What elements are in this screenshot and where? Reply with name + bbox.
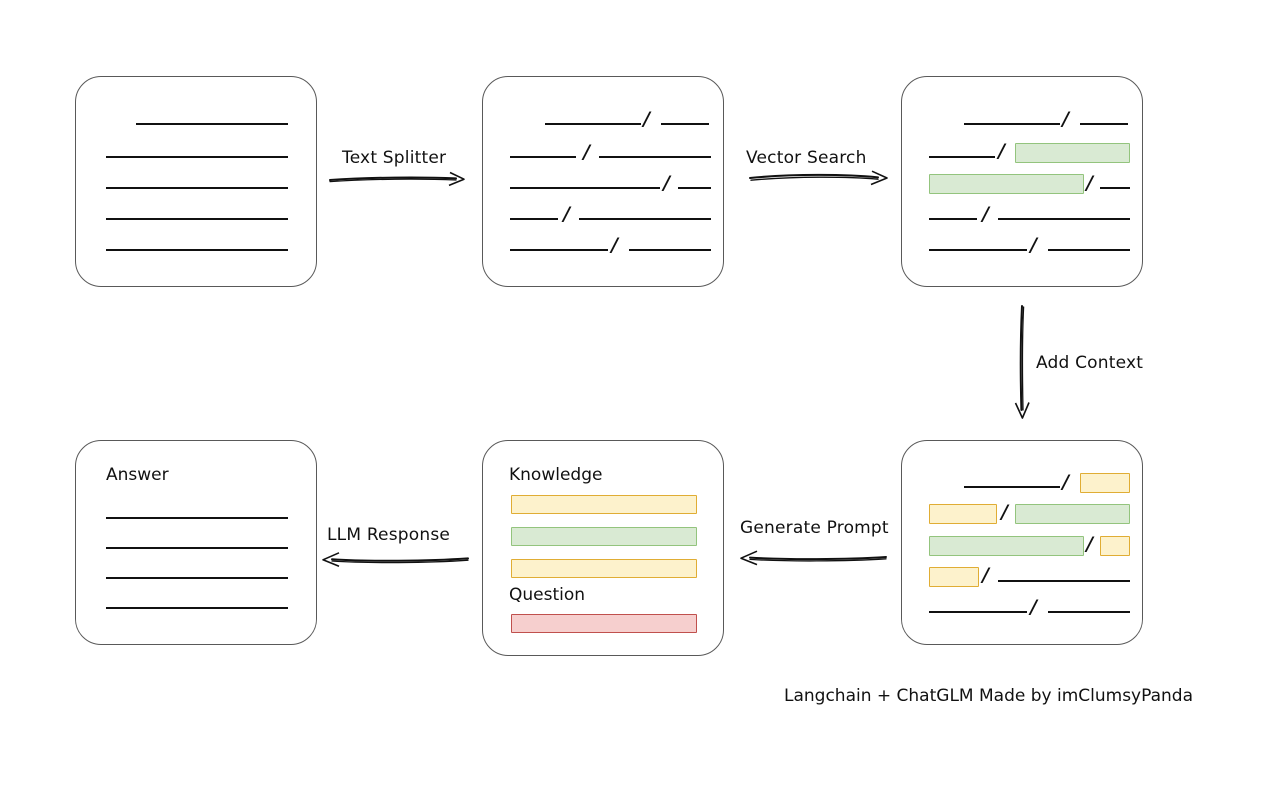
highlight-chip-yellow[interactable] — [1080, 473, 1130, 493]
slash-glyph: / — [663, 172, 670, 194]
chunk-rule — [661, 123, 709, 125]
chunk-rule — [629, 249, 711, 251]
arrow-add-context — [1014, 305, 1030, 419]
highlight-chip-green[interactable] — [929, 536, 1084, 556]
arrow-text-splitter — [329, 171, 465, 187]
slash-glyph: / — [1086, 533, 1093, 555]
slash-glyph: / — [1001, 501, 1008, 523]
slash-glyph: / — [1062, 108, 1069, 130]
answer-label: Answer — [106, 465, 169, 485]
chunk-rule — [929, 611, 1027, 613]
arrow-label-generate-prompt: Generate Prompt — [740, 518, 889, 538]
slash-glyph: / — [982, 203, 989, 225]
arrow-label-vector-search: Vector Search — [746, 148, 867, 168]
arrow-label-add-context: Add Context — [1036, 353, 1144, 373]
chunk-rule — [510, 156, 576, 158]
chunk-rule — [545, 123, 641, 125]
highlight-chip-green[interactable] — [1015, 504, 1130, 524]
chunk-rule — [579, 218, 711, 220]
slash-glyph: / — [643, 108, 650, 130]
slash-glyph: / — [1030, 596, 1037, 618]
answer-rule — [106, 547, 288, 549]
arrow-label-text-splitter: Text Splitter — [342, 148, 447, 168]
chunk-rule — [964, 486, 1060, 488]
node-answer[interactable]: Answer — [75, 440, 317, 645]
slash-glyph: / — [563, 203, 570, 225]
slash-glyph: / — [583, 141, 590, 163]
arrow-vector-search — [749, 170, 888, 186]
doc-rule — [106, 218, 288, 220]
slash-glyph: / — [611, 234, 618, 256]
highlight-chip-yellow[interactable] — [929, 567, 979, 587]
highlight-chip-yellow[interactable] — [1100, 536, 1130, 556]
doc-rule — [106, 187, 288, 189]
footer-credit: Langchain + ChatGLM Made by imClumsyPand… — [784, 686, 1193, 706]
chunk-rule — [1048, 249, 1130, 251]
knowledge-bar-3[interactable] — [511, 559, 697, 578]
chunk-rule — [510, 187, 660, 189]
node-context-chunks[interactable]: / / / / / — [901, 440, 1143, 645]
chunk-rule — [510, 218, 558, 220]
chunk-rule — [1080, 123, 1128, 125]
answer-rule — [106, 577, 288, 579]
chunk-rule — [929, 218, 977, 220]
slash-glyph: / — [982, 564, 989, 586]
chunk-rule — [510, 249, 608, 251]
slash-glyph: / — [1030, 234, 1037, 256]
arrow-label-llm-response: LLM Response — [327, 525, 451, 545]
question-bar-1[interactable] — [511, 614, 697, 633]
chunk-rule — [998, 580, 1130, 582]
prompt-question-label: Question — [509, 585, 586, 605]
doc-rule — [106, 249, 288, 251]
chunk-rule — [678, 187, 711, 189]
answer-rule — [106, 517, 288, 519]
chunk-rule — [929, 249, 1027, 251]
slash-glyph: / — [998, 140, 1005, 162]
node-split-chunks[interactable]: / / / / / — [482, 76, 724, 287]
highlight-chip-green[interactable] — [1015, 143, 1130, 163]
slash-glyph: / — [1086, 172, 1093, 194]
doc-rule — [136, 123, 288, 125]
node-matched-chunks[interactable]: / / / / / — [901, 76, 1143, 287]
highlight-chip-green[interactable] — [929, 174, 1084, 194]
chunk-rule — [599, 156, 711, 158]
node-source-document[interactable] — [75, 76, 317, 287]
chunk-rule — [998, 218, 1130, 220]
doc-rule — [106, 156, 288, 158]
arrow-llm-response — [322, 552, 469, 567]
arrow-generate-prompt — [740, 550, 887, 566]
knowledge-bar-1[interactable] — [511, 495, 697, 514]
knowledge-bar-2[interactable] — [511, 527, 697, 546]
prompt-knowledge-label: Knowledge — [509, 465, 603, 485]
chunk-rule — [964, 123, 1060, 125]
slash-glyph: / — [1062, 471, 1069, 493]
chunk-rule — [1100, 187, 1130, 189]
chunk-rule — [1048, 611, 1130, 613]
answer-rule — [106, 607, 288, 609]
highlight-chip-yellow[interactable] — [929, 504, 997, 524]
chunk-rule — [929, 156, 995, 158]
node-prompt[interactable]: Knowledge Question — [482, 440, 724, 656]
